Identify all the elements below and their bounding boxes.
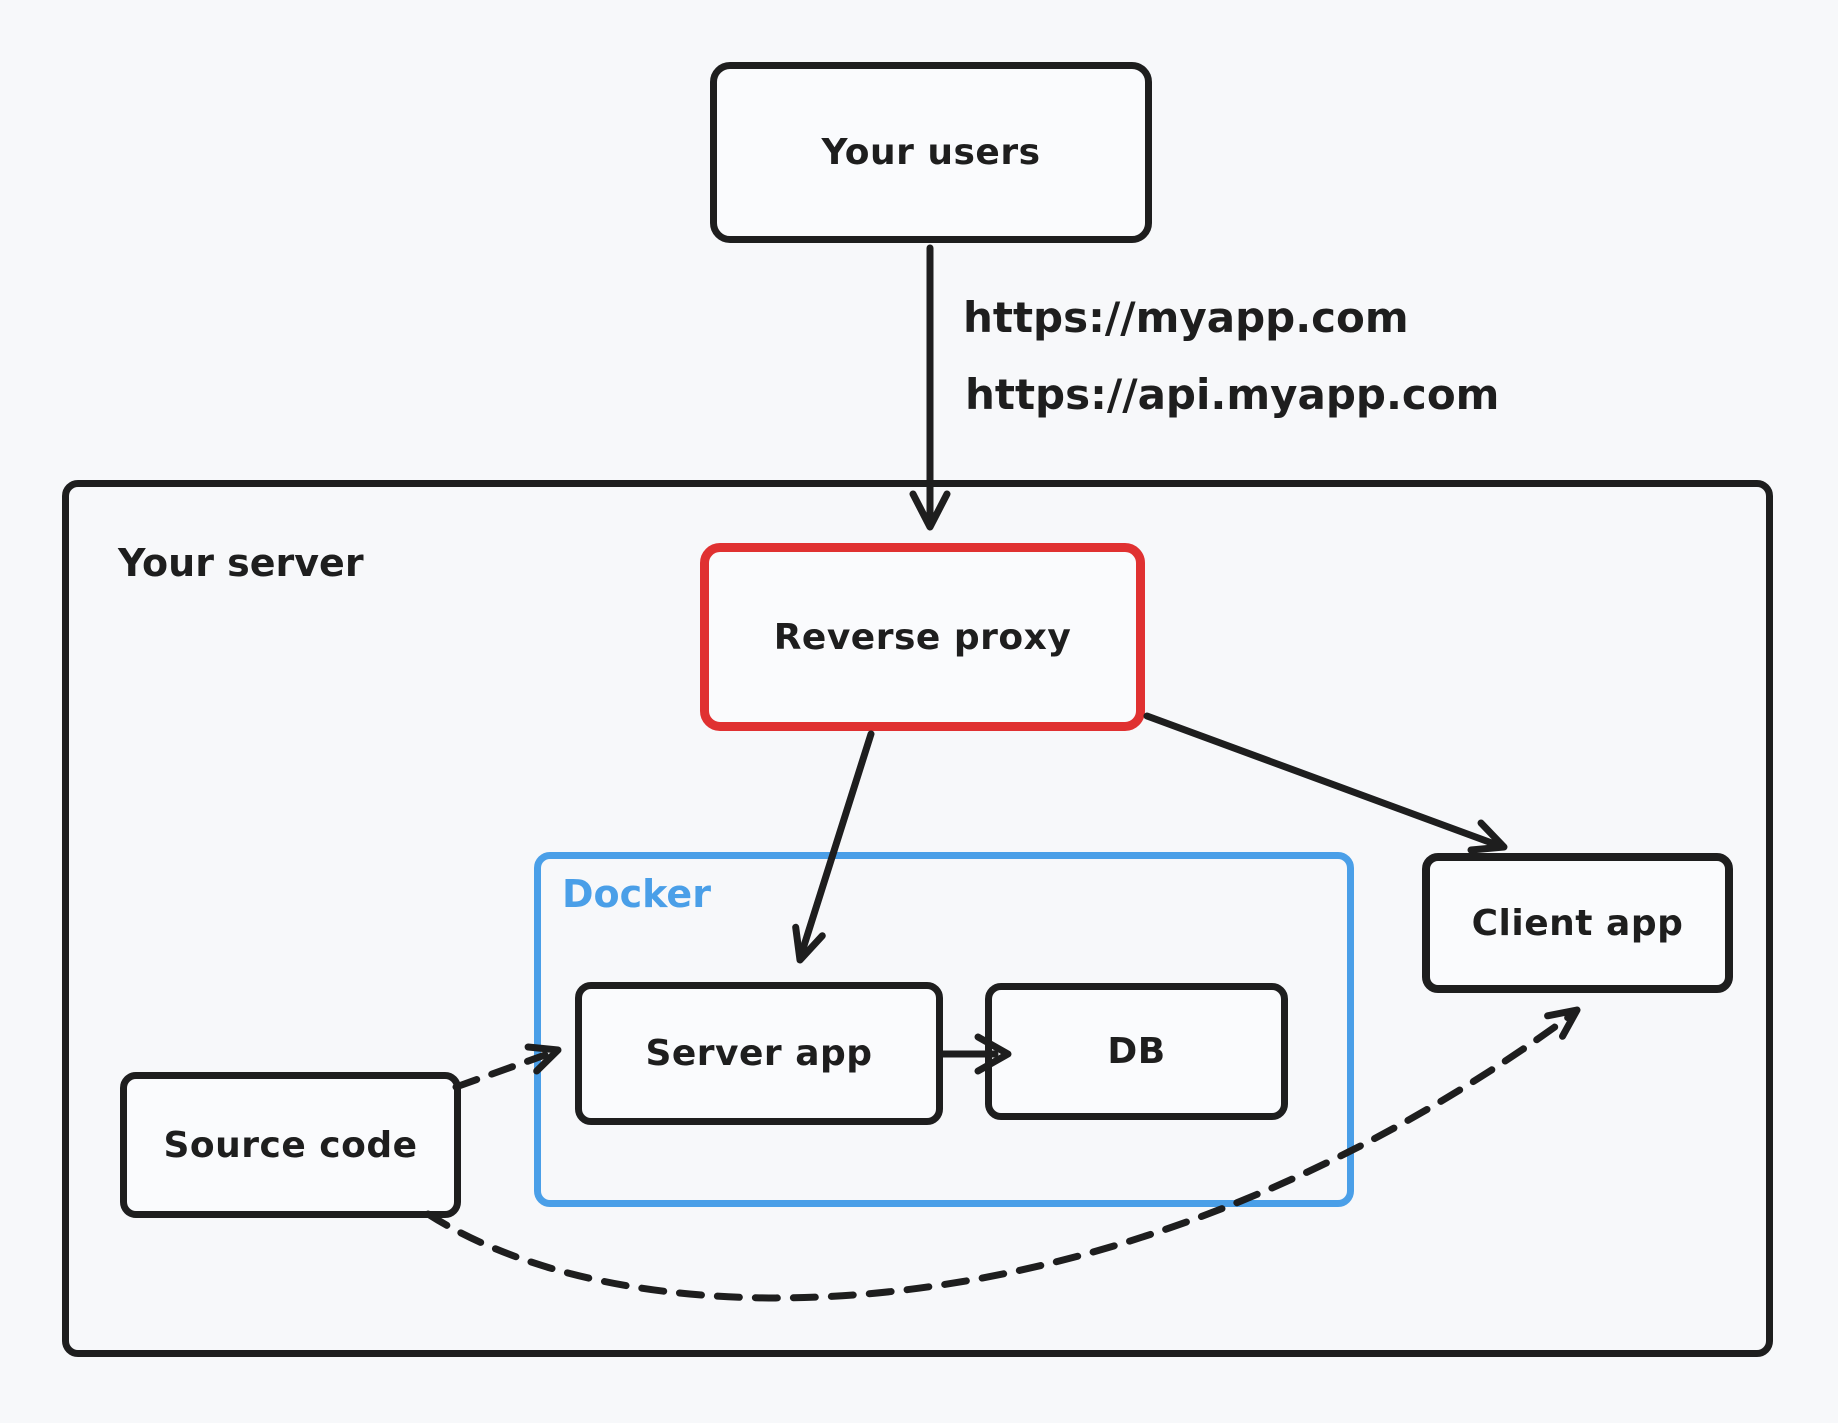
your-users-label: Your users (821, 132, 1041, 173)
db-node: DB (985, 983, 1288, 1120)
your-users-node: Your users (710, 62, 1152, 243)
server-app-label: Server app (645, 1033, 873, 1074)
client-app-node: Client app (1422, 853, 1733, 993)
your-server-region (62, 480, 1773, 1357)
url-label-api-myapp: https://api.myapp.com (965, 370, 1500, 419)
reverse-proxy-node: Reverse proxy (700, 543, 1145, 731)
source-code-label: Source code (163, 1124, 418, 1166)
url-label-myapp: https://myapp.com (963, 293, 1409, 342)
reverse-proxy-label: Reverse proxy (773, 616, 1072, 658)
server-app-node: Server app (575, 982, 943, 1125)
docker-label: Docker (562, 872, 711, 916)
client-app-label: Client app (1471, 902, 1684, 944)
your-server-label: Your server (118, 541, 364, 585)
source-code-node: Source code (120, 1072, 461, 1218)
db-label: DB (1107, 1031, 1166, 1072)
